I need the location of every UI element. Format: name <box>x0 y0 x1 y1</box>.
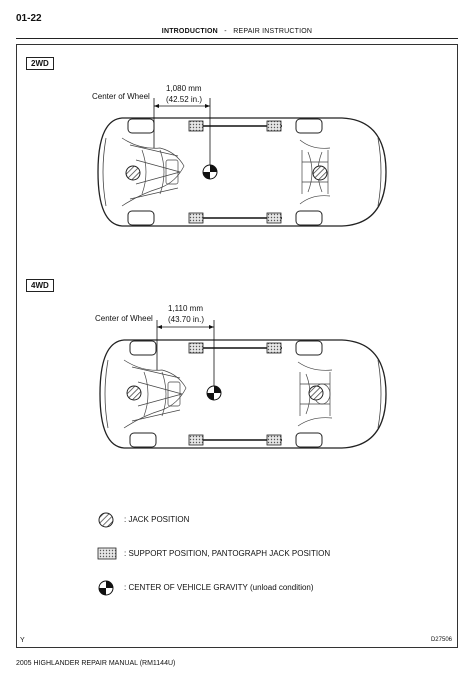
center-of-wheel-label-4wd: Center of Wheel <box>95 314 153 323</box>
arrowhead-right-4wd <box>209 325 214 329</box>
support-position-front-left-2wd <box>188 120 204 132</box>
center-of-gravity-4wd <box>206 385 222 401</box>
wheel-front-right-4wd <box>129 432 157 448</box>
legend-support-icon <box>97 547 117 560</box>
wheel-rear-right-2wd <box>295 210 323 226</box>
vehicle-top-view-4wd <box>99 320 387 449</box>
front-bumper-line-2wd <box>102 137 107 207</box>
support-position-front-right-2wd <box>188 212 204 224</box>
rear-bumper-line-4wd <box>377 359 382 429</box>
support-position-rear-left-2wd <box>266 120 282 132</box>
figure-code: D27506 <box>430 637 452 643</box>
center-of-gravity-2wd <box>202 164 218 180</box>
header-separator: - <box>224 28 227 35</box>
distance-in-4wd: (43.70 in.) <box>168 315 205 324</box>
arrowhead-right-2wd <box>205 104 210 108</box>
rear-suspension-4wd <box>297 361 333 427</box>
support-position-rear-right-4wd <box>266 434 282 446</box>
wheel-rear-right-4wd <box>295 432 323 448</box>
legend-support-text: : SUPPORT POSITION, PANTOGRAPH JACK POSI… <box>124 549 331 558</box>
label-2wd: 2WD <box>26 57 54 70</box>
wheel-rear-left-4wd <box>295 340 323 356</box>
wheel-front-left-2wd <box>127 118 155 134</box>
rear-bumper-line-2wd <box>377 137 382 207</box>
page-number: 01-22 <box>16 13 42 24</box>
distance-mm-2wd: 1,080 mm <box>166 84 202 93</box>
wheel-rear-left-2wd <box>295 118 323 134</box>
arrowhead-left-4wd <box>157 325 162 329</box>
jack-position-front-2wd <box>125 165 141 181</box>
label-4wd: 4WD <box>26 279 54 292</box>
support-position-rear-left-4wd <box>266 342 282 354</box>
front-bumper-line-4wd <box>104 359 109 429</box>
support-position-front-right-4wd <box>188 434 204 446</box>
legend-gravity-icon <box>98 580 114 596</box>
vehicle-top-view-2wd <box>97 98 387 227</box>
illustration-frame <box>16 44 458 648</box>
vehicle-body-outline-2wd <box>97 117 387 227</box>
section-title: INTRODUCTION <box>161 28 218 35</box>
jack-position-front-4wd <box>126 385 142 401</box>
section-header: INTRODUCTION - REPAIR INSTRUCTION <box>0 28 474 35</box>
manual-footer: 2005 HIGHLANDER REPAIR MANUAL (RM1144U) <box>16 660 176 667</box>
arrowhead-left-2wd <box>154 104 159 108</box>
legend-jack-icon <box>98 512 114 528</box>
front-suspension-4wd <box>123 359 187 429</box>
header-rule <box>16 38 458 39</box>
legend-jack-text: : JACK POSITION <box>124 515 190 524</box>
support-position-front-left-4wd <box>188 342 204 354</box>
distance-mm-4wd: 1,110 mm <box>168 304 203 313</box>
vehicle-body-outline-4wd <box>99 339 387 449</box>
legend-gravity-text: : CENTER OF VEHICLE GRAVITY (unload cond… <box>124 583 314 592</box>
jack-position-rear-2wd <box>312 165 328 181</box>
support-position-rear-right-2wd <box>266 212 282 224</box>
front-suspension-2wd <box>121 137 185 207</box>
center-of-wheel-label-2wd: Center of Wheel <box>92 92 150 101</box>
wheel-front-right-2wd <box>127 210 155 226</box>
distance-in-2wd: (42.52 in.) <box>166 95 203 104</box>
rear-suspension-2wd <box>299 139 331 205</box>
figure-mark: Y <box>20 637 25 644</box>
jack-position-rear-4wd <box>308 385 324 401</box>
subsection-title: REPAIR INSTRUCTION <box>233 28 313 35</box>
wheel-front-left-4wd <box>129 340 157 356</box>
